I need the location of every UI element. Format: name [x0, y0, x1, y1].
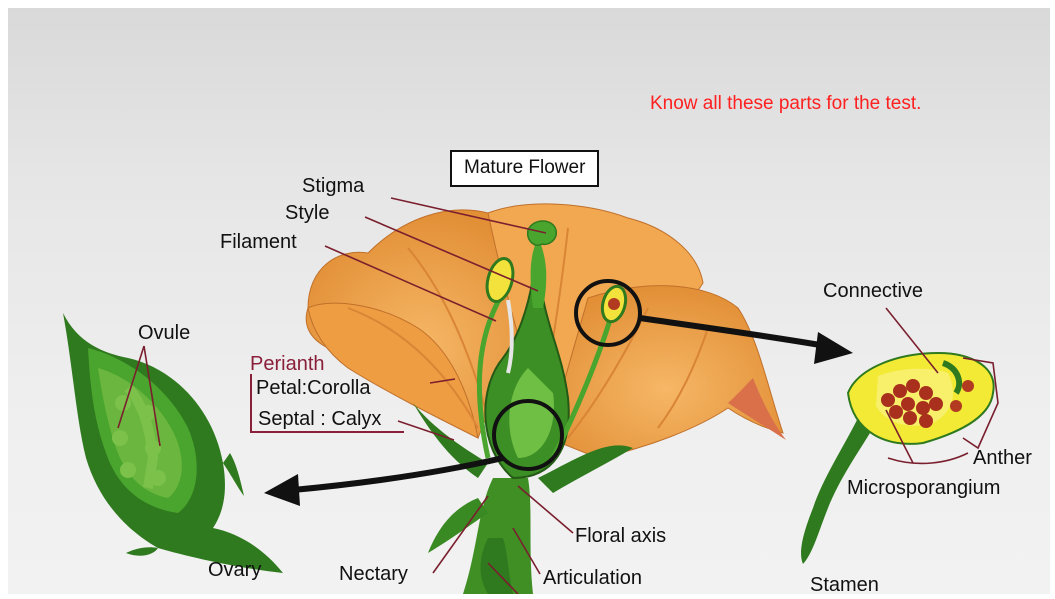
- label-style: Style: [285, 203, 329, 223]
- label-ovule: Ovule: [138, 323, 190, 343]
- label-floral-axis: Floral axis: [575, 526, 666, 546]
- diagram-title: Mature Flower: [450, 150, 599, 187]
- label-stamen: Stamen: [810, 575, 879, 594]
- label-perianth: Perianth: [250, 354, 325, 374]
- stamen-detail: [801, 353, 994, 564]
- label-filament: Filament: [220, 232, 297, 252]
- label-septal-calyx: Septal : Calyx: [258, 409, 381, 429]
- label-connective: Connective: [823, 281, 923, 301]
- ovary-section: [63, 313, 283, 573]
- label-microsporangium: Microsporangium: [847, 478, 1000, 498]
- label-anther: Anther: [973, 448, 1032, 468]
- label-petal-corolla: Petal:Corolla: [256, 378, 371, 398]
- test-note: Know all these parts for the test.: [650, 94, 921, 113]
- diagram-sheet: Know all these parts for the test. Matur…: [8, 8, 1050, 594]
- label-ovary: Ovary: [208, 560, 261, 580]
- label-stigma: Stigma: [302, 176, 364, 196]
- label-articulation: Articulation: [543, 568, 642, 588]
- label-nectary: Nectary: [339, 564, 408, 584]
